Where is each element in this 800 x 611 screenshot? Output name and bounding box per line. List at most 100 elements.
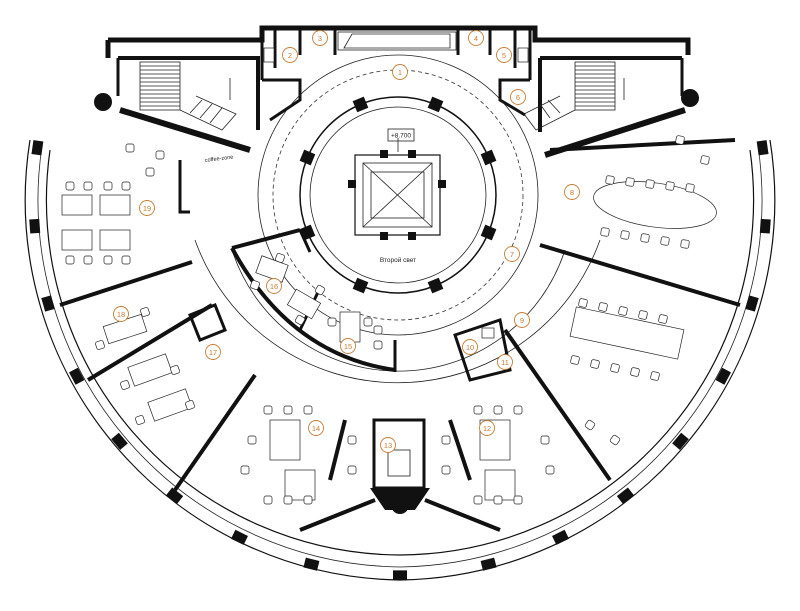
room-label-9: 9	[514, 312, 530, 328]
room-number: 1	[398, 68, 402, 77]
chair	[83, 181, 93, 191]
facade-pier	[552, 529, 569, 545]
facade-pier	[715, 367, 732, 385]
chair	[570, 355, 580, 365]
chair	[83, 255, 93, 265]
chair	[250, 280, 260, 290]
desk	[147, 388, 193, 422]
chair	[590, 359, 600, 369]
room-number: 10	[466, 343, 474, 352]
rotunda-column	[427, 277, 444, 294]
void-label: Второй свет	[380, 256, 416, 264]
facade-pier	[480, 557, 497, 571]
chair	[584, 419, 596, 431]
rotunda-columns	[299, 96, 497, 294]
room-label-10: 10	[462, 339, 478, 355]
room-number: 6	[516, 93, 520, 102]
chair	[275, 253, 285, 263]
chair	[493, 405, 503, 415]
chair	[120, 380, 130, 390]
room-number: 9	[520, 316, 524, 325]
room-label-8: 8	[564, 184, 580, 200]
room-number: 7	[510, 250, 514, 259]
room-number: 18	[117, 310, 125, 319]
chair	[103, 255, 113, 265]
room-label-14: 14	[308, 420, 324, 436]
rotunda-column	[480, 224, 497, 241]
chair	[609, 434, 621, 446]
facade-pier	[68, 367, 85, 385]
chair	[170, 365, 180, 375]
rotunda-column	[352, 96, 369, 113]
chair	[493, 495, 503, 505]
chair	[121, 255, 131, 265]
room-number: 15	[344, 342, 352, 351]
chair	[441, 435, 451, 445]
room-label-6: 6	[510, 89, 526, 105]
facade-pier	[231, 529, 248, 545]
facade-pier	[745, 295, 759, 312]
desk	[284, 469, 316, 501]
chair	[540, 435, 550, 445]
room-label-5: 5	[496, 47, 512, 63]
room-label-18: 18	[113, 306, 129, 322]
chair	[513, 495, 523, 505]
right-staircase	[523, 61, 625, 131]
room-number: 8	[570, 188, 574, 197]
facade-pier	[41, 295, 55, 312]
chair	[473, 495, 483, 505]
chair	[513, 405, 523, 415]
chair	[373, 340, 383, 350]
chair	[630, 367, 640, 377]
chair	[263, 495, 273, 505]
facade-pier	[616, 487, 635, 505]
corridor-label: coffee-zone	[205, 155, 234, 164]
room-number: 12	[483, 424, 491, 433]
room-label-17: 17	[205, 344, 221, 360]
chair	[155, 150, 165, 160]
chair	[247, 435, 257, 445]
facade-pier	[29, 218, 41, 234]
chair	[578, 298, 588, 308]
desk	[127, 353, 173, 387]
chair	[473, 405, 483, 415]
interior-walls	[59, 138, 741, 532]
facade-pier	[165, 487, 184, 505]
chair	[294, 314, 306, 326]
chair	[145, 167, 155, 177]
desk	[339, 311, 361, 343]
desk	[484, 469, 516, 501]
room-label-4: 4	[468, 30, 484, 46]
chair	[680, 239, 690, 249]
chair	[675, 135, 685, 145]
outer-facade	[24, 139, 776, 581]
facade-pier	[31, 140, 44, 156]
elevation-label: +8.700	[391, 133, 411, 140]
chair	[65, 255, 75, 265]
elevator-shaft	[348, 138, 446, 240]
room-label-15: 15	[340, 338, 356, 354]
facade-piers	[29, 140, 771, 581]
chair	[121, 181, 131, 191]
chair	[605, 175, 615, 185]
room-number: 5	[502, 51, 506, 60]
facade-pier	[111, 432, 128, 450]
chair	[347, 435, 357, 445]
chair	[685, 183, 695, 193]
room-label-2: 2	[282, 47, 298, 63]
chair	[125, 143, 135, 153]
rotunda-column	[427, 96, 444, 113]
room-label-3: 3	[312, 30, 328, 46]
rotunda-column	[352, 277, 369, 294]
chair	[185, 400, 195, 410]
chair	[283, 495, 293, 505]
chair	[625, 177, 635, 187]
chair	[545, 465, 555, 475]
chair	[283, 405, 293, 415]
chair	[240, 465, 250, 475]
room-number: 19	[143, 204, 151, 213]
chair	[303, 495, 313, 505]
chair	[700, 155, 710, 165]
